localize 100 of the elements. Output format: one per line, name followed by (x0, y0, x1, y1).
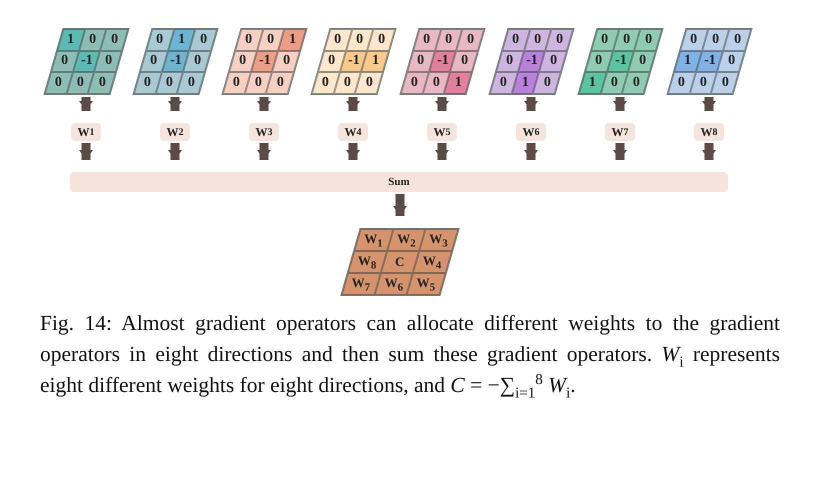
matrix-value: 0 (534, 32, 541, 48)
matrix-value: 0 (500, 75, 507, 92)
matrix-value: 0 (199, 32, 206, 48)
weight-label: W$_{2}$ (397, 230, 416, 250)
matrix-value: 0 (622, 32, 630, 48)
arrow (257, 97, 271, 111)
matrix-value: 0 (245, 32, 252, 48)
figure-caption: Fig. 14: Almost gradient operators can allocate different weights to the gradient operators in eight directions and then sum these gradient operators. W$_{i}$ represents eight different weights for eight directions, and C = −∑$_{i=1}$$^{8}$ W$_{i}$. (40, 310, 780, 401)
matrix-value: 0 (364, 75, 372, 92)
matrix-value: 0 (104, 53, 112, 70)
matrix-value: 0 (678, 75, 685, 92)
arrow (702, 97, 716, 111)
arrow (346, 143, 360, 160)
matrix-value: 0 (60, 53, 68, 70)
matrix-value: 0 (328, 53, 335, 70)
matrix-value: 0 (98, 75, 105, 92)
arrow (702, 143, 716, 160)
matrix-value: 1 (288, 32, 296, 48)
matrix-value: 0 (444, 32, 452, 48)
matrix-value: 0 (276, 75, 283, 92)
matrix-value: 0 (542, 75, 550, 92)
weight-label: W$_{4}$ (423, 252, 442, 272)
arrow (613, 143, 627, 160)
matrix-value: 1 (178, 32, 185, 48)
arrow (168, 143, 182, 160)
matrix-value: 0 (416, 53, 424, 70)
arrow (79, 143, 93, 160)
matrix-value: 1 (371, 53, 378, 70)
matrix-value: 0 (720, 75, 728, 92)
matrix-value: 1 (588, 75, 596, 92)
matrix-value: 1 (454, 75, 461, 92)
matrix-value: 0 (549, 53, 556, 70)
matrix-value: -1 (169, 53, 181, 70)
weight-label: W$_{6}$ (384, 274, 403, 294)
matrix-value: 0 (512, 32, 520, 48)
weight-label: W$_{3}$ (430, 230, 448, 250)
matrix-value: 0 (144, 75, 151, 92)
matrix-value: 0 (193, 53, 200, 70)
matrix-value: -1 (703, 53, 715, 70)
matrix-value: 0 (594, 53, 602, 70)
matrix-value: 0 (156, 32, 164, 48)
matrix-value: 0 (88, 32, 96, 48)
matrix-value: -1 (347, 53, 359, 70)
matrix-value: -1 (80, 53, 92, 70)
weight-label: C (395, 254, 405, 270)
matrix-value: 0 (506, 53, 513, 70)
arrow (524, 143, 538, 160)
matrix-value: 0 (150, 53, 157, 70)
matrix-value: 0 (610, 75, 618, 92)
weight-label: W$_{8}$ (358, 252, 377, 272)
matrix-value: 0 (727, 53, 734, 70)
arrow (613, 97, 627, 111)
matrix-value: 0 (232, 75, 240, 92)
matrix-value: -1 (436, 53, 448, 70)
matrix-value: -1 (614, 53, 626, 70)
matrix-value: 0 (110, 32, 118, 48)
matrix-value: -1 (525, 53, 537, 70)
arrow (257, 143, 271, 160)
weight-label: W$_{7}$ (352, 274, 370, 294)
arrow (168, 97, 182, 111)
matrix-value: 0 (432, 75, 440, 92)
weight-label: W$_{5}$ (417, 274, 436, 294)
arrow (79, 97, 93, 111)
matrix-value: 0 (460, 53, 468, 70)
arrow (435, 143, 449, 160)
matrix-value: 0 (165, 75, 172, 92)
arrow (346, 97, 360, 111)
matrix-value: 0 (466, 32, 474, 48)
matrix-value: 0 (699, 75, 706, 92)
matrix-value: 0 (410, 75, 418, 92)
matrix-value: 0 (644, 32, 652, 48)
matrix-value: 0 (266, 32, 274, 48)
matrix-value: 0 (254, 75, 262, 92)
matrix-value: 1 (521, 75, 528, 92)
matrix-value: 0 (632, 75, 639, 92)
matrix-value: 1 (67, 32, 74, 48)
matrix-value: 1 (684, 53, 691, 70)
arrow (524, 97, 538, 111)
matrix-value: 0 (343, 75, 350, 92)
matrix-value: 0 (54, 75, 62, 92)
matrix-value: 0 (638, 53, 646, 70)
matrix-value: 0 (282, 53, 290, 70)
arrow (435, 97, 449, 111)
matrix-value: 0 (733, 32, 740, 48)
matrix-value: 0 (76, 75, 84, 92)
sum-bar: Sum (70, 172, 728, 192)
matrix-value: 0 (334, 32, 342, 48)
arrow (393, 194, 407, 216)
matrix-value: 0 (377, 32, 384, 48)
matrix-value: -1 (258, 53, 270, 70)
matrix-value: 0 (712, 32, 719, 48)
matrix-value: 0 (356, 32, 363, 48)
matrix-value: 0 (601, 32, 608, 48)
matrix-value: 0 (186, 75, 194, 92)
matrix-value: 0 (423, 32, 430, 48)
matrix-value: 0 (238, 53, 246, 70)
matrix-value: 0 (555, 32, 562, 48)
weight-label: W$_{1}$ (364, 230, 383, 250)
matrix-value: 0 (322, 75, 329, 92)
matrix-value: 0 (690, 32, 698, 48)
